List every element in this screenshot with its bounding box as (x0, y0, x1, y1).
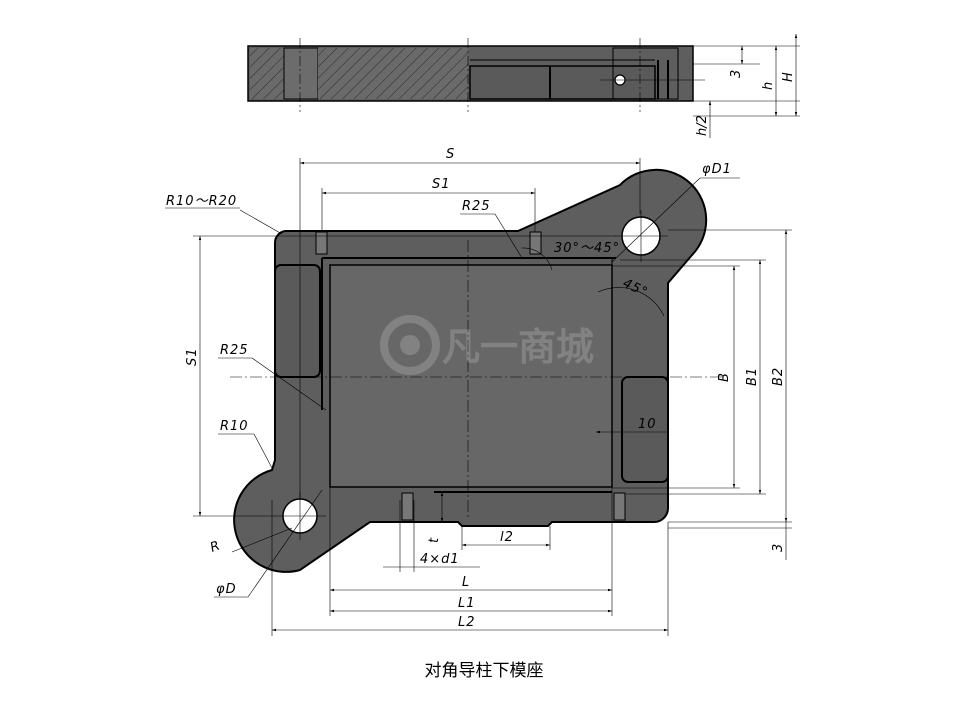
label-phiD1: φD1 (702, 162, 732, 177)
label-10: 10 (638, 417, 657, 432)
drawing-caption: 对角导柱下模座 (424, 661, 544, 681)
side-view-hatch-left (250, 48, 284, 99)
leader-R (231, 527, 293, 553)
label-B2: B2 (771, 367, 786, 386)
label-S1-left: S1 (185, 347, 200, 366)
label-l2: l2 (500, 530, 514, 545)
plan-view (230, 168, 725, 573)
label-h-half: h/2 (695, 115, 710, 136)
leader-R25-top (494, 213, 523, 259)
angle-arc-30-45 (521, 247, 553, 271)
label-L1: L1 (458, 596, 476, 611)
watermark-text: 凡一商城 (442, 325, 594, 369)
label-angle-30-45: 30°～45° (554, 241, 620, 256)
label-H: H (781, 72, 796, 82)
label-L2: L2 (458, 615, 476, 630)
watermark-logo-ring (380, 315, 440, 375)
label-L: L (462, 575, 470, 590)
label-S1-top: S1 (432, 177, 451, 192)
leader-R25-left (251, 357, 327, 411)
label-R10-R20: R10～R20 (166, 194, 237, 209)
angle-arc-45 (597, 287, 665, 317)
leader-phiD1 (611, 177, 701, 263)
watermark-logo-core (400, 335, 420, 355)
side-view-inner-step (469, 65, 656, 100)
dimension-labels: S S1 R25 R10～R20 φD1 30°～45° 45° S1 R25 … (166, 147, 786, 630)
leader-R10 (253, 433, 273, 469)
label-4-d1: 4×d1 (420, 552, 460, 567)
pocket-left (274, 264, 321, 378)
label-R: R (208, 538, 223, 556)
pin-hole-top-right (529, 231, 542, 255)
label-t: t (427, 537, 442, 543)
side-section-view: 3 h H h/2 (247, 34, 800, 138)
label-3-top: 3 (729, 70, 744, 78)
leader-phiD (247, 489, 323, 598)
side-view-guide-bore-left (283, 47, 319, 100)
pin-hole-bottom-left (401, 492, 414, 521)
pin-hole-top-left (315, 231, 328, 255)
leader-R10-R20 (239, 209, 283, 235)
pin-hole-bottom-right (613, 492, 626, 521)
label-B: B (717, 372, 732, 382)
label-B1: B1 (745, 367, 760, 386)
label-R25-top: R25 (462, 199, 491, 214)
label-S: S (446, 147, 455, 162)
label-phiD: φD (216, 582, 237, 597)
label-R25-left: R25 (220, 343, 249, 358)
label-3-right: 3 (771, 543, 786, 552)
dimensions (165, 158, 792, 636)
label-R10: R10 (220, 419, 249, 434)
side-view-guide-bore-right (612, 47, 679, 100)
mold-cavity (329, 264, 613, 488)
watermark: 凡一商城 (380, 315, 594, 375)
side-view-hatch-middle (318, 48, 468, 99)
label-h: h (761, 82, 776, 90)
